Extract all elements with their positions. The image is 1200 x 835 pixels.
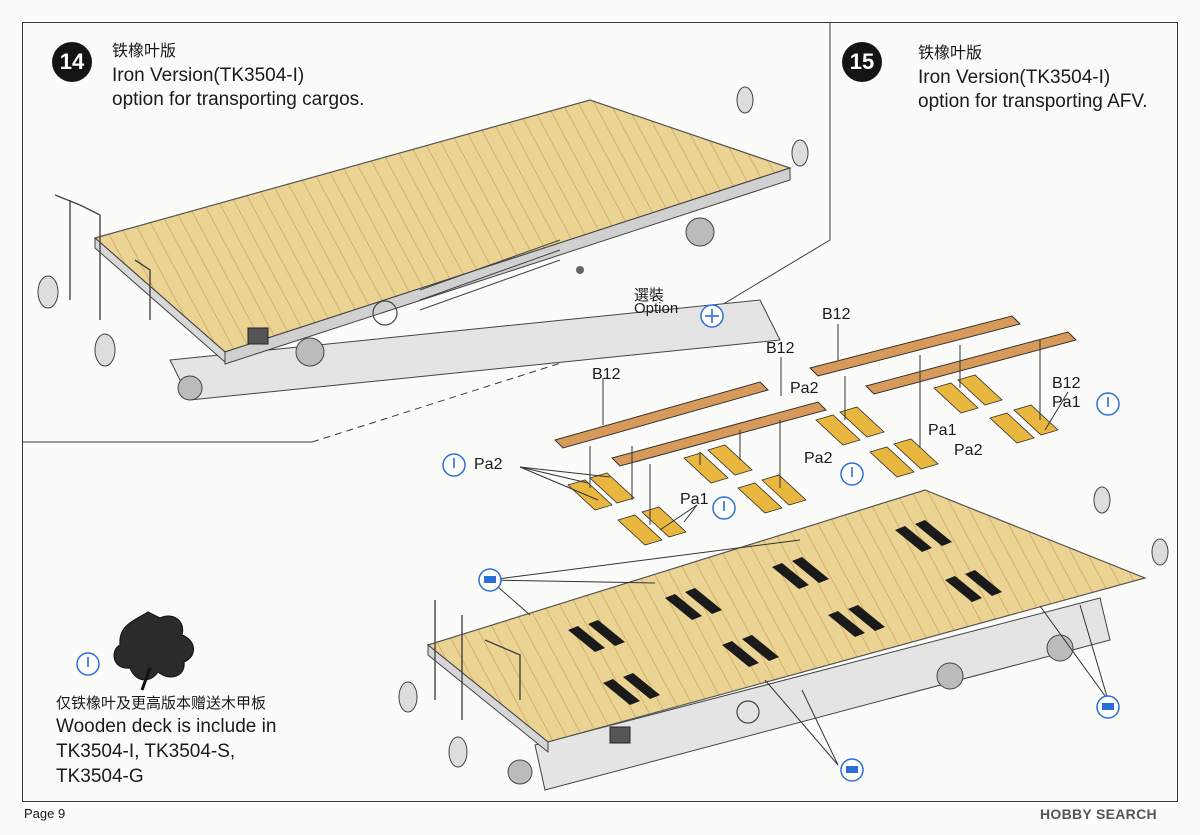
- step15-wagon: [398, 486, 1169, 791]
- step-15-text: 铁橡叶版 Iron Version(TK3504-I) option for t…: [918, 42, 1148, 114]
- part-label-b12-b: B12: [766, 340, 795, 357]
- step-14-badge: 14: [52, 42, 92, 82]
- step-14-subtitle: option for transporting cargos.: [112, 89, 365, 110]
- part-label-pa2-c: Pa2: [804, 450, 833, 467]
- page-number: Page 9: [24, 806, 66, 821]
- step-15-subtitle: option for transporting AFV.: [918, 91, 1148, 112]
- part-label-b12-c: B12: [822, 306, 851, 323]
- part-label-pa1-c: Pa1: [680, 491, 709, 508]
- glue-icons: [76, 304, 1120, 676]
- b12-rail-4: [865, 331, 1077, 395]
- step-14-title-cn: 铁橡叶版: [112, 43, 177, 60]
- wooden-deck-note: 仅铁橡叶及更高版本赠送木甲板 Wooden deck is include in…: [56, 694, 276, 789]
- part-label-pa2-d: Pa2: [474, 456, 503, 473]
- step15-parts: [76, 304, 1120, 676]
- part-label-b12-a: B12: [592, 366, 621, 383]
- part-label-pa2-a: Pa2: [790, 380, 819, 397]
- note-line-2: TK3504-I, TK3504-S,: [56, 741, 236, 762]
- note-cn: 仅铁橡叶及更高版本赠送木甲板: [56, 695, 267, 712]
- b12-rail-2: [611, 401, 827, 467]
- step-14-title: Iron Version(TK3504-I): [112, 65, 305, 86]
- instruction-frame: [22, 22, 1178, 802]
- b12-rail-3: [809, 315, 1021, 377]
- option-label-cn: 選裝: [634, 287, 665, 304]
- step-15-title-cn: 铁橡叶版: [918, 45, 983, 62]
- step-15-title: Iron Version(TK3504-I): [918, 67, 1111, 88]
- part-label-pa1-b: Pa1: [928, 422, 957, 439]
- step-15-badge: 15: [842, 42, 882, 82]
- note-line-1: Wooden deck is include in: [56, 716, 277, 737]
- step14-box-right: [679, 22, 831, 331]
- b12-rail-1: [554, 381, 769, 449]
- step-14-text: 铁橡叶版 Iron Version(TK3504-I) option for t…: [112, 40, 364, 112]
- part-label-pa2-b: Pa2: [954, 442, 983, 459]
- watermark: HOBBY SEARCH: [1040, 806, 1157, 822]
- note-line-3: TK3504-G: [56, 766, 144, 787]
- option-label: Option: [634, 300, 679, 317]
- oak-leaf-emblem: [113, 611, 194, 691]
- part-label-b12-d: B12: [1052, 375, 1081, 392]
- step14-wagon: [37, 86, 809, 401]
- part-label-pa1-a: Pa1: [1052, 394, 1081, 411]
- deck-slots: [568, 520, 1002, 705]
- step15-side-frame: [534, 597, 1111, 791]
